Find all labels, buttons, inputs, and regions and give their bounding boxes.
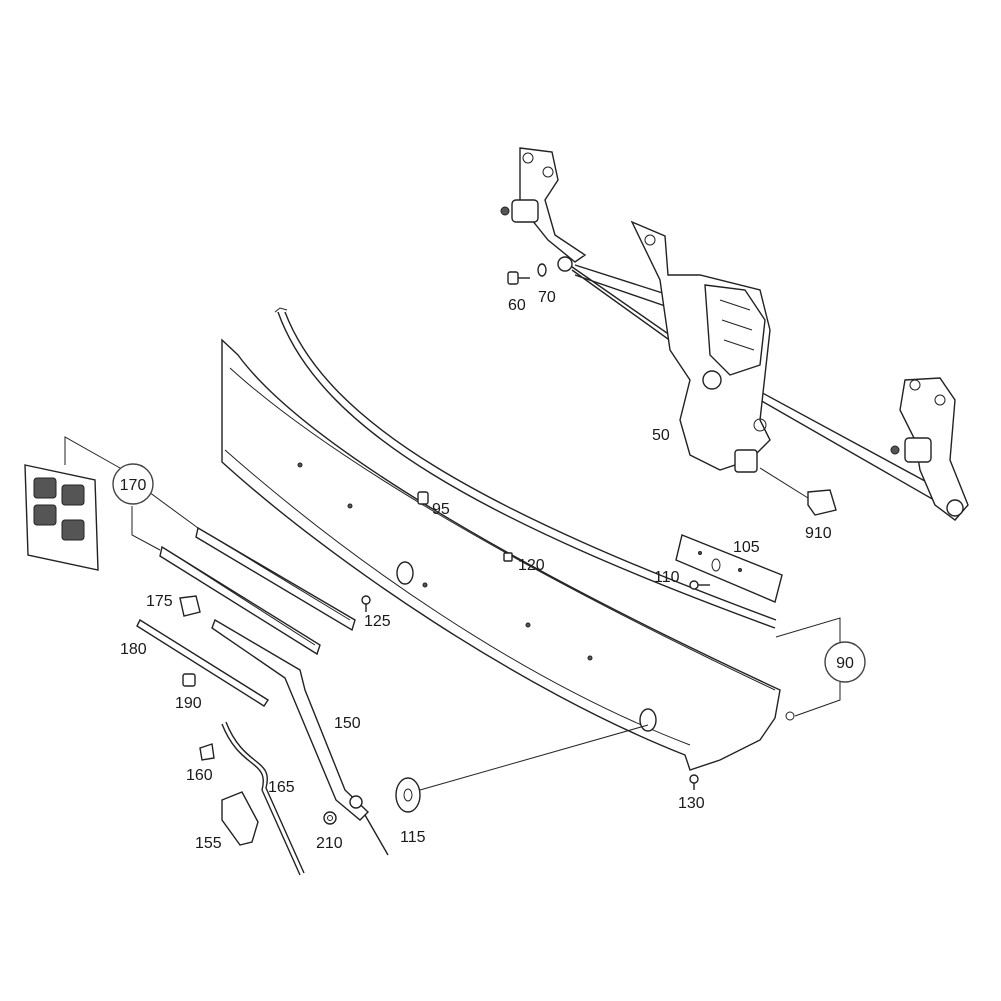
clip-120 bbox=[503, 552, 513, 562]
nut-210 bbox=[323, 811, 337, 825]
nozzle-160 bbox=[199, 743, 215, 761]
part-labels: 60 70 50 910 95 105 110 120 125 130 175 … bbox=[120, 289, 832, 852]
washer-70 bbox=[537, 263, 547, 277]
label-170: 170 bbox=[120, 477, 147, 494]
label-105: 105 bbox=[733, 539, 760, 556]
label-155: 155 bbox=[195, 835, 222, 852]
label-120: 120 bbox=[518, 557, 545, 574]
wiper-blade-lower bbox=[131, 506, 321, 656]
label-125: 125 bbox=[364, 613, 391, 630]
label-115: 115 bbox=[400, 829, 426, 846]
label-150: 150 bbox=[334, 715, 361, 732]
callout-170: 170 bbox=[112, 463, 154, 505]
callout-90: 90 bbox=[824, 641, 866, 683]
cover-155 bbox=[221, 791, 259, 846]
label-50: 50 bbox=[652, 427, 670, 444]
screw-110 bbox=[689, 580, 710, 590]
cap-190 bbox=[182, 673, 196, 687]
cowl-panel bbox=[221, 338, 795, 771]
plate-105 bbox=[675, 534, 783, 603]
wiper-linkage-assembly bbox=[500, 147, 969, 521]
label-180: 180 bbox=[120, 641, 147, 658]
clip-910 bbox=[759, 467, 837, 516]
label-95: 95 bbox=[432, 501, 450, 518]
wiper-arm-150 bbox=[211, 618, 389, 856]
clip-95 bbox=[417, 491, 429, 505]
cowl-seal-strip bbox=[274, 307, 777, 629]
label-210: 210 bbox=[316, 835, 343, 852]
label-110: 110 bbox=[654, 569, 680, 586]
label-165: 165 bbox=[268, 779, 295, 796]
label-175: 175 bbox=[146, 593, 173, 610]
wiper-insert-pack bbox=[24, 436, 121, 571]
adapter-175 bbox=[179, 595, 201, 617]
rubber-strip-180 bbox=[136, 618, 269, 707]
label-90: 90 bbox=[836, 655, 854, 672]
label-70: 70 bbox=[538, 289, 556, 306]
screw-130 bbox=[689, 774, 699, 790]
label-910: 910 bbox=[805, 525, 832, 542]
wiper-blade-upper bbox=[195, 526, 356, 632]
screw-125 bbox=[361, 595, 371, 612]
washer-115 bbox=[395, 724, 649, 813]
label-60: 60 bbox=[508, 297, 526, 314]
label-130: 130 bbox=[678, 795, 705, 812]
hose-165 bbox=[221, 721, 305, 876]
screw-60 bbox=[507, 271, 530, 285]
label-190: 190 bbox=[175, 695, 202, 712]
label-160: 160 bbox=[186, 767, 213, 784]
